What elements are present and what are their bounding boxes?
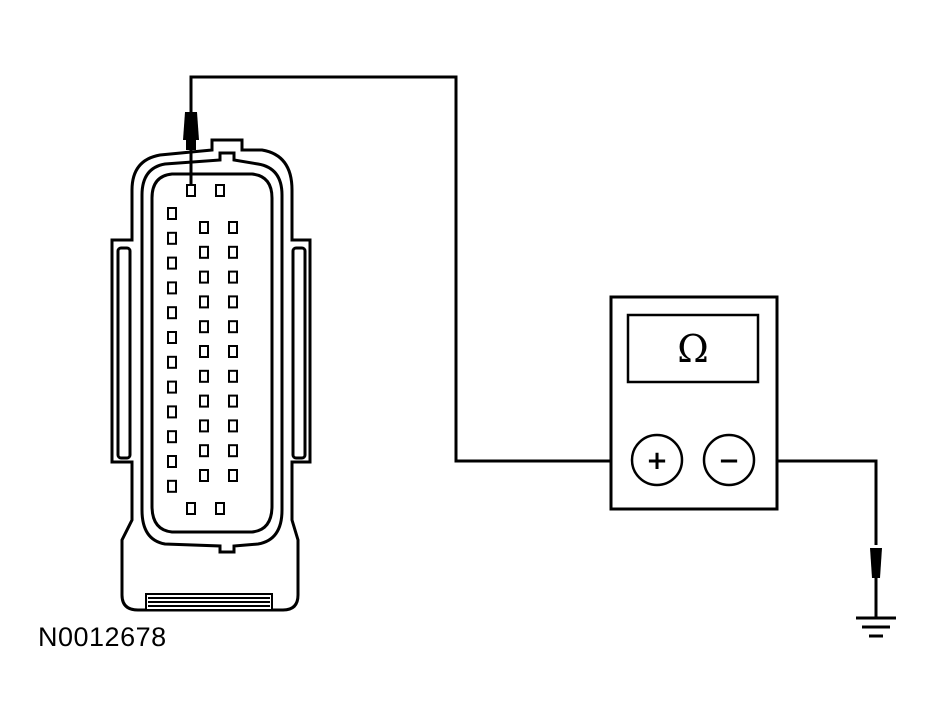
ground-symbol-icon (856, 616, 896, 638)
connector-pin (199, 394, 209, 408)
connector-pin (228, 245, 238, 259)
connector-pin-bottom-2 (215, 502, 225, 515)
test-lead-positive (189, 75, 632, 463)
positive-terminal (630, 433, 684, 487)
connector-pin (199, 295, 209, 309)
connector-pin (167, 256, 177, 270)
connector-outer-shell (110, 138, 312, 612)
connector-pin (228, 345, 238, 358)
connector-pin (167, 231, 177, 245)
connector-pin (228, 369, 238, 383)
connector-right-latch (291, 246, 307, 460)
connector-pin (199, 270, 209, 284)
connector-pin (167, 479, 177, 493)
test-probe-icon (183, 105, 199, 150)
connector-pin (228, 270, 238, 284)
connector-pin-field (150, 172, 274, 534)
connector-pins (167, 184, 238, 515)
connector-pin-bottom-1 (186, 502, 196, 515)
connector-pin (199, 444, 209, 458)
connector-pin (199, 221, 209, 234)
connector-pin (199, 245, 209, 259)
negative-terminal (702, 433, 756, 487)
connector-pin (199, 419, 209, 433)
connector-pin (228, 469, 238, 482)
connector-inner-face (140, 151, 284, 554)
connector-pin (228, 221, 238, 234)
test-lead-negative (754, 459, 878, 545)
connector-pin (167, 405, 177, 419)
connector-pin (167, 331, 177, 344)
connector-pin (199, 369, 209, 383)
connector-pin (228, 444, 238, 458)
connector-pin-top-2 (215, 184, 225, 197)
connector-lock-tab (145, 593, 273, 611)
connector-pin (228, 394, 238, 408)
connector-pin (167, 355, 177, 369)
multimeter: Ω + − (609, 295, 779, 511)
connector-pin (228, 295, 238, 309)
figure-reference-id: N0012678 (38, 622, 167, 652)
connector-pin (199, 469, 209, 482)
positive-terminal-label: + (646, 446, 668, 476)
connector-pin (167, 380, 177, 394)
multimeter-display (626, 313, 760, 384)
connector-pin-top-1 (186, 184, 196, 197)
connector-pin (167, 281, 177, 295)
connector-pin (228, 419, 238, 433)
connector-pin (199, 320, 209, 334)
connector-pin (167, 455, 177, 468)
ground-probe-icon (870, 548, 882, 618)
connector-pin (167, 306, 177, 320)
connector-pin (167, 207, 177, 220)
connector-left-latch (116, 246, 132, 460)
negative-terminal-label: − (718, 446, 740, 476)
connector-pin (167, 430, 177, 444)
ohm-symbol: Ω (677, 327, 709, 371)
connector-pin (199, 345, 209, 358)
connector-pin (228, 320, 238, 334)
